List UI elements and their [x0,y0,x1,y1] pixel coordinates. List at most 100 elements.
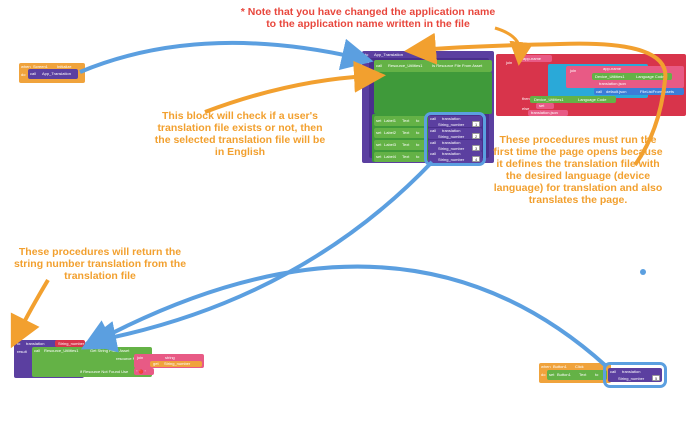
call-translation-5[interactable]: call translation String_number 5 [608,368,662,382]
then-label: then [522,96,530,101]
value-1: 1 [475,122,478,127]
translation-json-end-text: translation.json [531,110,558,115]
blue-arrow-labels-to-translation [84,160,434,353]
file-list-text: FileListFromAssets [640,89,675,94]
text-prop: Text [402,142,410,147]
value-slot-3[interactable]: 3 [472,145,480,151]
note-first-time: These procedures must run the first time… [493,134,663,206]
translation-t3: translation [442,140,461,145]
to-label-s3: to [416,142,420,147]
translation-json-end[interactable]: translation.json [528,110,568,116]
not-found-label: if Resource Not Found Use [80,369,129,374]
set-button1-text-block[interactable]: set Button1 Text to [547,370,607,380]
not-found-string-block[interactable]: " 🔴 " [134,368,154,375]
call-t5: call [610,369,617,374]
text-prop: Text [402,118,410,123]
note-return: These procedures will return the string … [13,246,187,282]
file-list-from-assets-block[interactable]: call default.json FileListFromAssets [594,88,684,95]
set-else-text: set [539,103,545,108]
app-name-string-2[interactable]: app-name [600,66,630,72]
call-t3: call [430,140,437,145]
blue-dot [640,269,646,275]
click-event: Click [575,364,584,369]
do-label: do [21,72,26,77]
value-slot-1[interactable]: 1 [472,121,480,127]
label1-name: Label1 [384,118,397,123]
resource-util-tr: Resource_Utilities1 [44,348,79,353]
translation-t1: translation [442,116,461,121]
button1-target: Button1 [557,372,571,377]
set-label1-block[interactable]: set Label1 Text to [374,116,426,126]
set-label2-block[interactable]: set Label2 Text to [374,128,426,138]
proc-name: App_Translation [374,52,403,57]
call-translation-2[interactable]: call translation String_number 2 [428,128,482,139]
resource-utilities-label: Resource_Utilities1 [388,63,423,68]
translation-t2: translation [442,128,461,133]
label2-name: Label2 [384,130,397,135]
value-5: 5 [655,376,658,381]
label4-name: Label4 [384,154,397,159]
device-util-label: Device_Utilities1 [595,74,625,79]
get-text: get [153,361,159,366]
resource-name-label: resource Name [116,356,144,361]
text-prop: Text [402,154,410,159]
set-label: set [376,154,382,159]
to-label-s1: to [416,118,420,123]
translation-t4: translation [442,151,461,156]
result-label: result [17,349,27,354]
set-btn: set [549,372,555,377]
value-4: 4 [475,157,478,162]
set-label: set [376,142,382,147]
param-string-number[interactable]: String_number [55,340,85,347]
get-string-number-text: String_number [164,361,191,366]
set-else-block[interactable]: set [536,103,554,109]
app-translation-proc: App_Translation [42,71,71,76]
note-check-file: This block will check if a user's transl… [154,110,326,158]
translation-json-text: translation.json [599,81,626,86]
app-name-text-2: app-name [603,66,622,71]
set-label3-block[interactable]: set Label3 Text to [374,140,426,150]
else-device-language-block[interactable]: Device_Utilities1 Language Code [530,96,616,103]
call-translation-1[interactable]: call translation String_number 1 [428,116,482,127]
call-file-list: call [596,89,603,94]
join-nested: join [570,68,577,73]
note-app-name: * Note that you have changed the applica… [240,6,496,30]
blue-arrow-call-definition [79,38,374,74]
translation-t5: translation [622,369,641,374]
text-prop: Text [402,130,410,135]
else-label: else [522,106,530,111]
when-btn: when [541,364,551,369]
set-label4-block[interactable]: set Label4 Text to [374,152,426,162]
selection-highlight-label-calls [424,112,486,166]
string-number-t4: String_number [438,157,465,162]
translation-json-string[interactable]: translation.json [596,81,636,87]
call-app-translation-block[interactable]: call App_Translation [28,69,78,79]
call-translation-3[interactable]: call translation String_number 3 [428,140,482,151]
is-resource-file-body [374,72,492,114]
call-label: call [30,71,37,76]
value-slot-5[interactable]: 5 [652,375,660,381]
set-label: set [376,130,382,135]
call-translation-4[interactable]: call translation String_number 4 [428,151,482,162]
blue-arrow-button-to-translation [80,264,608,368]
lang-code-label: Language Code [636,74,665,79]
string-number-t2: String_number [438,134,465,139]
device-language-code-block[interactable]: Device_Utilities1 Language Code [592,73,672,80]
to-btn: to [595,372,599,377]
join-label: join [506,60,513,65]
call-get-string: call [34,348,41,353]
not-found-value: " 🔴 " [136,369,147,374]
value-slot-2[interactable]: 2 [472,133,480,139]
to-label-s2: to [416,130,420,135]
value-3: 3 [475,146,478,151]
orange-arrow-check-to-resource [204,60,386,114]
initialize-event: Initialize [57,64,72,69]
string-number-t3: String_number [438,146,465,151]
string-number-t1: String_number [438,122,465,127]
string-literal-block[interactable]: string [162,355,186,361]
call-t4: call [430,151,437,156]
default-json-text: default.json [606,89,627,94]
get-string-number-block[interactable]: get String_number [150,361,202,367]
orange-arrow-return-to-translation [10,278,50,349]
